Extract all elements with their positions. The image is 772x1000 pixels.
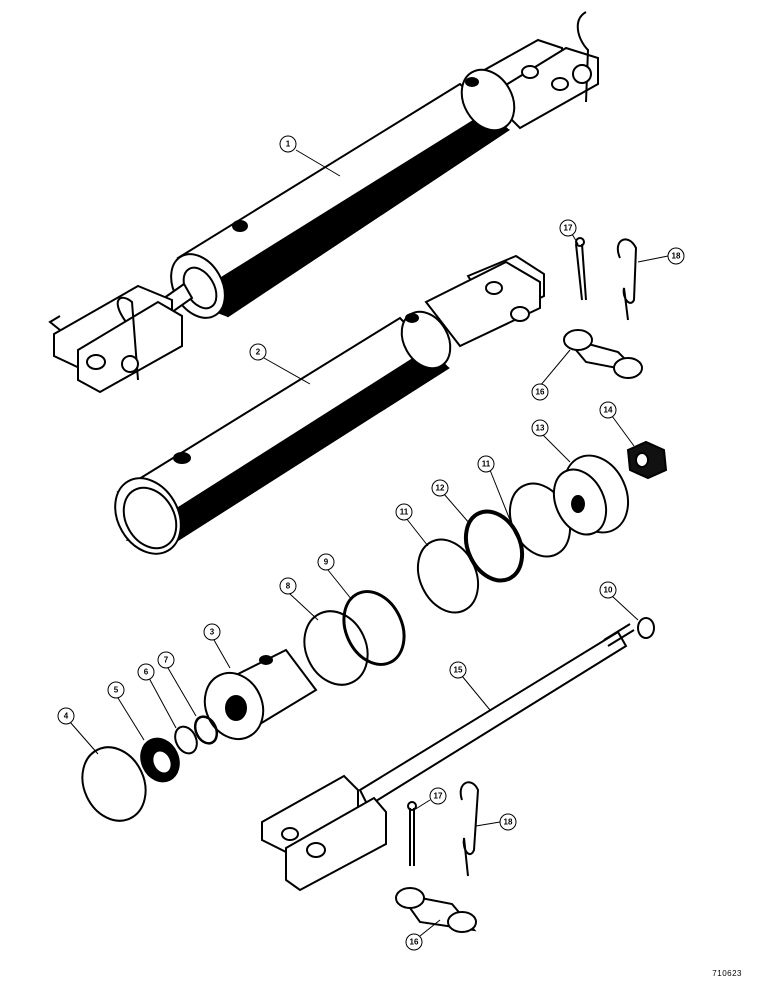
o-ring-7 bbox=[193, 715, 219, 745]
callout-11-left: 11 bbox=[400, 508, 409, 517]
backup-ring-8 bbox=[303, 610, 369, 686]
callout-18-bottom: 18 bbox=[504, 818, 513, 827]
piston-13 bbox=[552, 454, 630, 536]
o-ring-9 bbox=[342, 590, 406, 666]
o-ring-12 bbox=[463, 509, 525, 583]
callout-16-top: 16 bbox=[536, 388, 545, 397]
callout-12: 12 bbox=[436, 484, 445, 493]
cylinder-barrel bbox=[114, 254, 545, 555]
hair-pin-18-top bbox=[617, 238, 638, 321]
callout-18-top: 18 bbox=[672, 252, 681, 261]
callout-circles bbox=[57, 135, 685, 951]
cotter-pin-17-top bbox=[575, 237, 587, 301]
piston-rod-15 bbox=[261, 623, 635, 892]
callout-15: 15 bbox=[454, 666, 463, 675]
callout-leaders bbox=[69, 149, 669, 937]
assembled-cylinder bbox=[48, 11, 599, 394]
clevis-pin-16-bottom bbox=[395, 887, 477, 933]
callout-13: 13 bbox=[536, 424, 545, 433]
callout-labels: 1 2 3 4 5 6 7 8 9 10 11 12 11 13 14 15 1… bbox=[64, 140, 681, 947]
snap-ring-4 bbox=[81, 746, 147, 822]
callout-9: 9 bbox=[324, 558, 329, 567]
callout-3: 3 bbox=[210, 628, 215, 637]
wiper-part-5 bbox=[140, 737, 180, 783]
callout-1: 1 bbox=[286, 140, 291, 149]
callout-2: 2 bbox=[256, 348, 261, 357]
callout-11-right: 11 bbox=[482, 460, 491, 469]
callout-4: 4 bbox=[64, 712, 69, 721]
clevis-pin-16-top bbox=[563, 329, 643, 379]
nut-14 bbox=[626, 440, 668, 480]
callout-16-bottom: 16 bbox=[410, 938, 419, 947]
gland-part-3 bbox=[203, 648, 318, 741]
callout-7: 7 bbox=[164, 656, 169, 665]
ring-11-left bbox=[416, 538, 480, 614]
callout-5: 5 bbox=[114, 686, 119, 695]
ring-6 bbox=[174, 725, 198, 755]
callout-10: 10 bbox=[604, 586, 613, 595]
cotter-pin-17-bottom bbox=[407, 801, 417, 866]
callout-17-bottom: 17 bbox=[434, 792, 443, 801]
o-ring-10 bbox=[637, 617, 655, 639]
callout-14: 14 bbox=[604, 406, 613, 415]
callout-17-top: 17 bbox=[564, 224, 573, 233]
hair-pin-18-bottom bbox=[459, 781, 480, 877]
callout-8: 8 bbox=[286, 582, 291, 591]
figure-id: 710623 bbox=[712, 969, 742, 978]
callout-6: 6 bbox=[144, 668, 149, 677]
